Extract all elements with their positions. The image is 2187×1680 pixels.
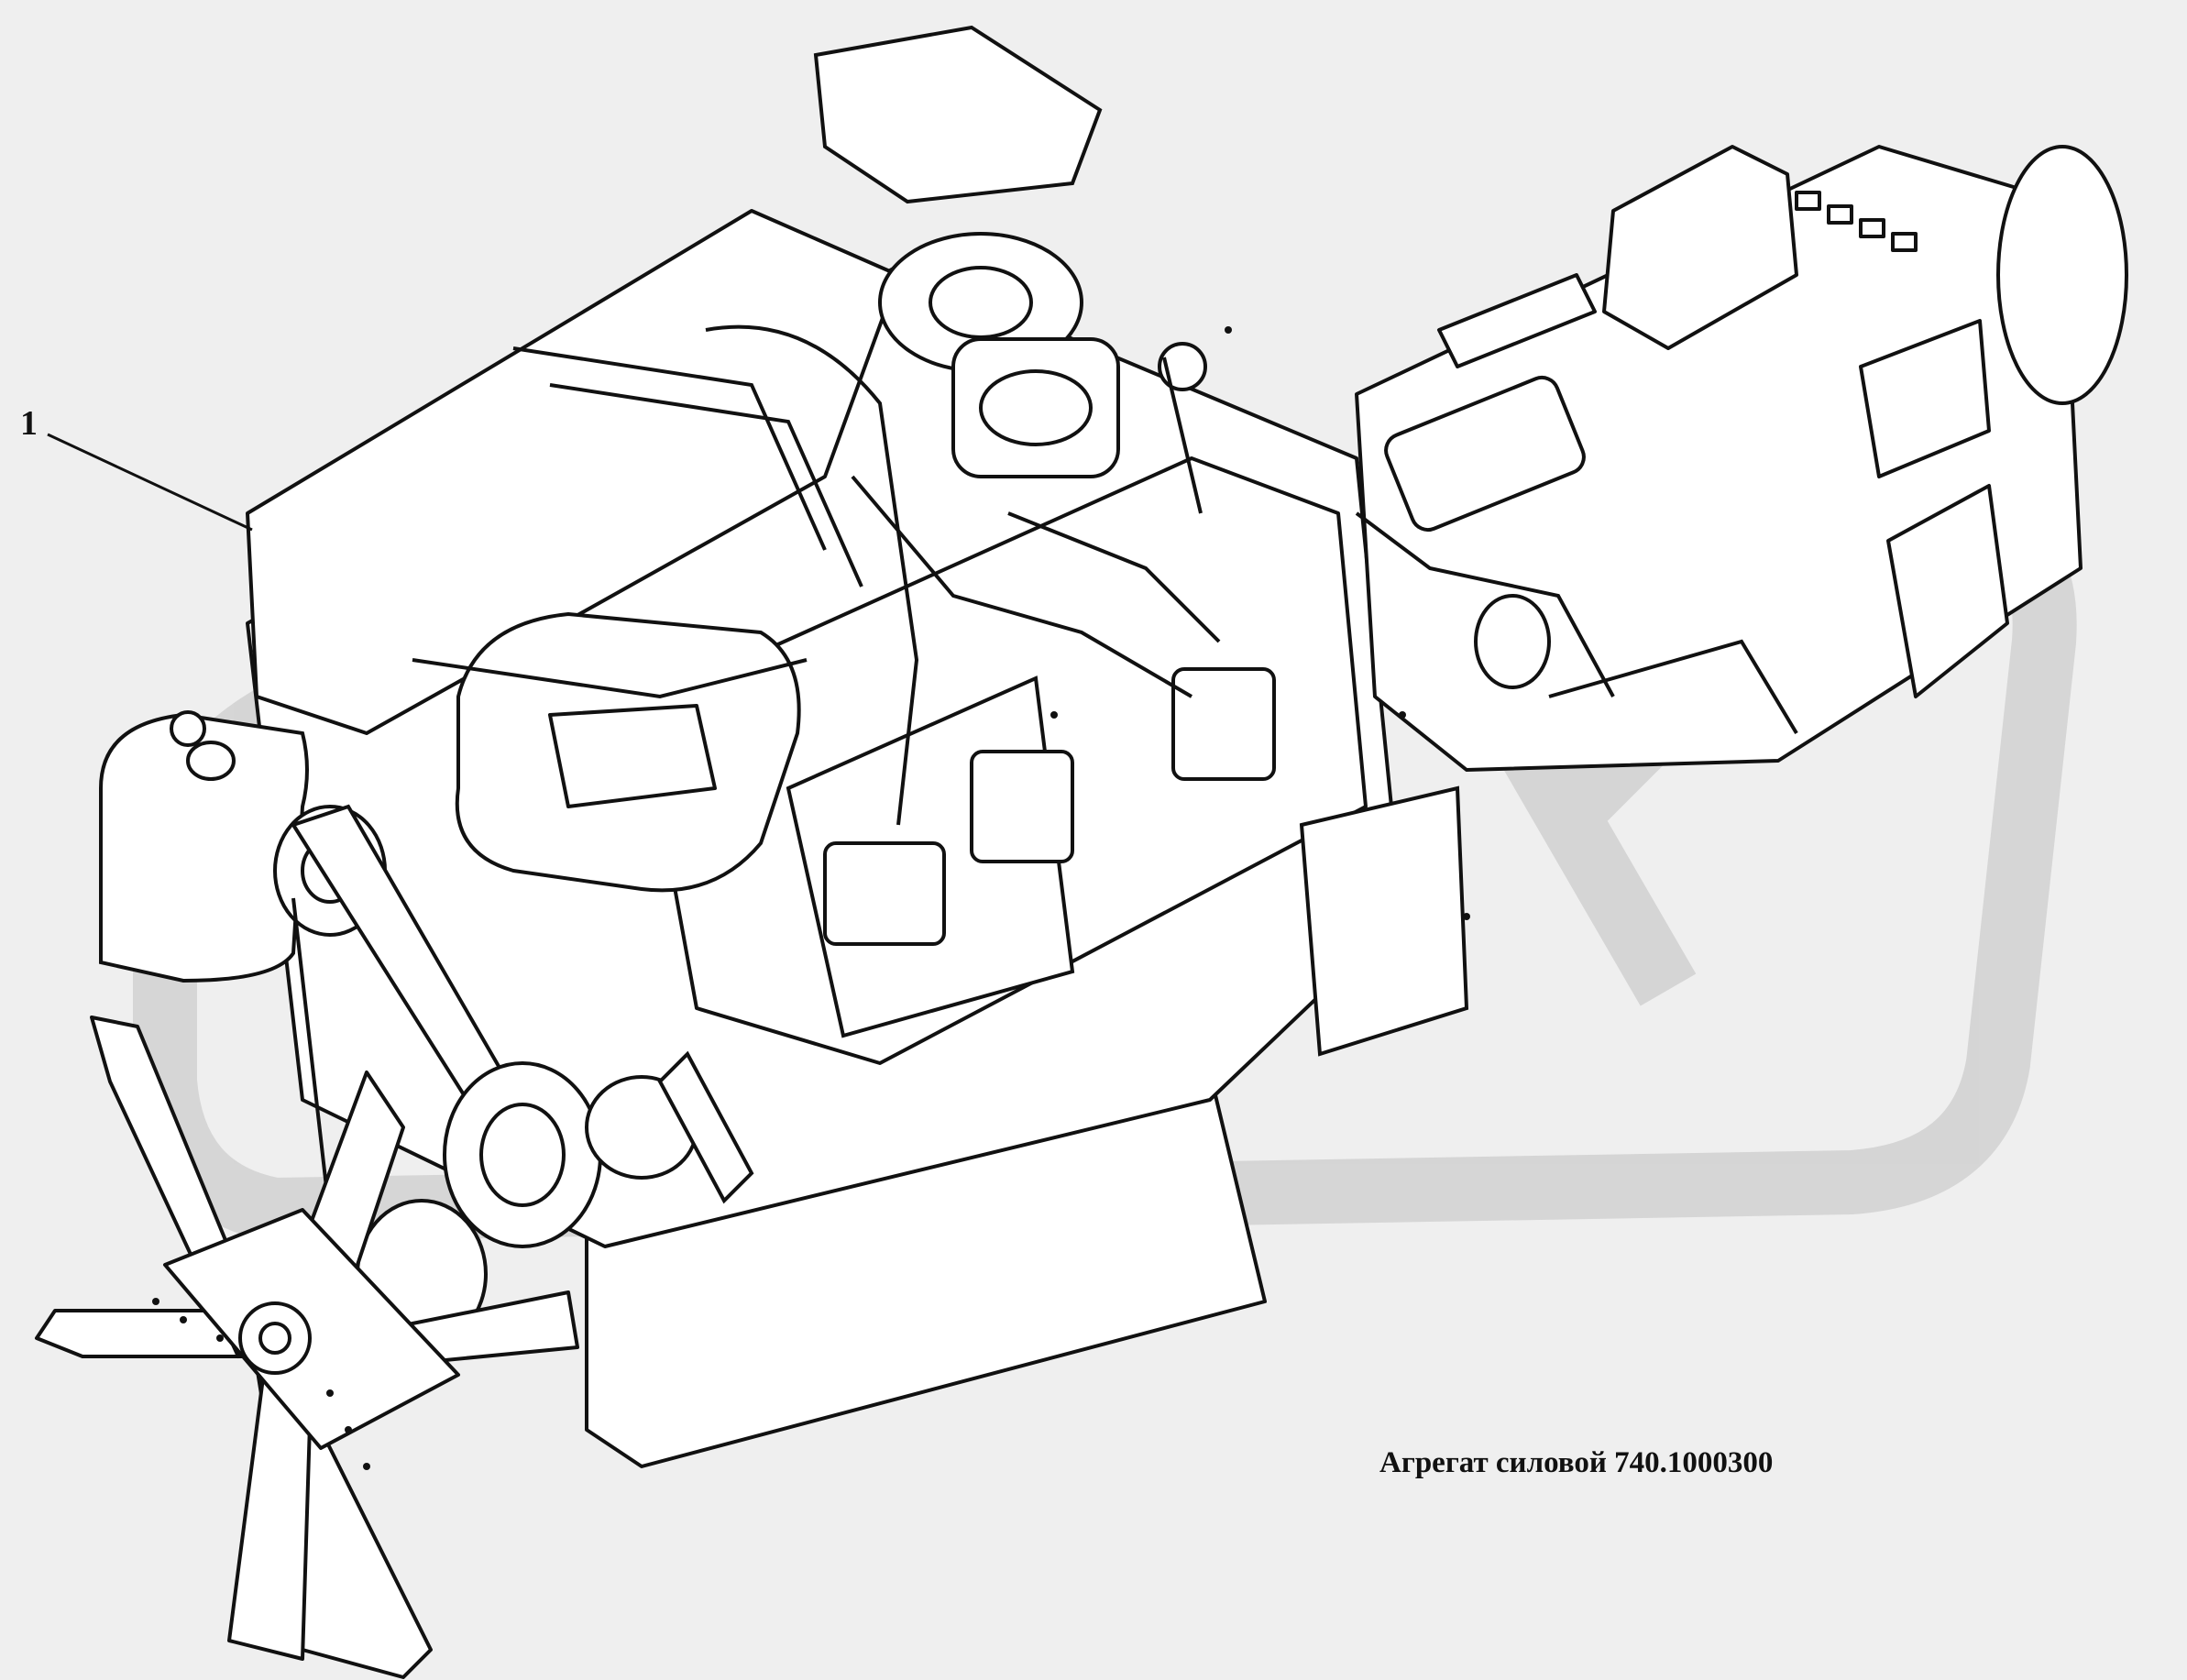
fuel-lines (412, 324, 1798, 826)
cooling-fan (35, 1016, 579, 1679)
belt-drive (273, 804, 754, 1349)
compressor (813, 25, 1207, 514)
callout-leader-line (47, 433, 253, 532)
fasteners (152, 326, 1470, 1470)
fuel-pump (786, 594, 1551, 1057)
air-filter (99, 710, 309, 983)
diagram-caption: Агрегат силовой 740.1000300 (1379, 1446, 1774, 1479)
callout-number: 1 (20, 404, 38, 443)
